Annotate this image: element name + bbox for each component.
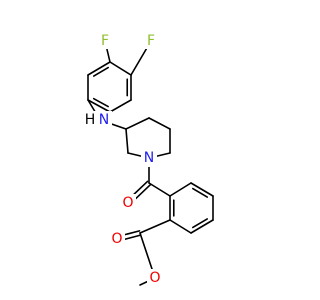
bond-p2-p3: [125, 128, 129, 154]
bond-b1-b2: [169, 182, 192, 197]
bond-a3-a4: [109, 99, 132, 113]
bond-inner-b2-b3: [192, 187, 209, 198]
atom-label-fluorine-para: F: [101, 33, 109, 49]
atom-label-fluorine-meta: F: [147, 33, 155, 49]
atom-label-piperidine-nitrogen: N: [144, 150, 154, 166]
atom-fluorine-meta: F: [144, 33, 158, 49]
bond-inner-b4-b5: [192, 218, 209, 229]
bond-b4-b5: [190, 219, 214, 234]
bond-a6-a1: [87, 61, 111, 76]
atom-piperidine-nitrogen: N: [141, 149, 157, 167]
atom-label-layer: F F H N N O O O: [84, 33, 163, 287]
bond-b2-b3: [190, 182, 214, 197]
atom-ester-oxygen: O: [147, 269, 163, 287]
atom-ester-carbonyl-oxygen: O: [109, 230, 125, 248]
molecule-structure: F F H N N O O O: [84, 33, 214, 287]
bond-inner-a6-a1: [92, 66, 109, 77]
atom-fluorine-para: F: [98, 33, 112, 49]
bond-p3-p4: [125, 117, 150, 130]
atom-label-ester-carbonyl-oxygen: O: [111, 231, 122, 247]
bond-b6-EC: [139, 219, 171, 234]
atom-carbonyl-oxygen: O: [120, 194, 136, 212]
atom-label-ester-oxygen: O: [149, 270, 160, 286]
bond-a1-a2: [109, 61, 132, 76]
atom-label-carbonyl-oxygen: O: [122, 195, 133, 211]
bond-CO-b1: [148, 182, 171, 197]
bond-p4-p5: [148, 117, 171, 130]
bond-inner-a4-a5: [92, 97, 109, 108]
bond-b5-b6: [169, 219, 192, 234]
atom-amine: H N: [84, 111, 112, 129]
bond-a4-a5: [87, 99, 111, 113]
atom-label-amine-hydrogen: H: [85, 112, 96, 128]
atom-label-amine-nitrogen: N: [99, 112, 109, 128]
